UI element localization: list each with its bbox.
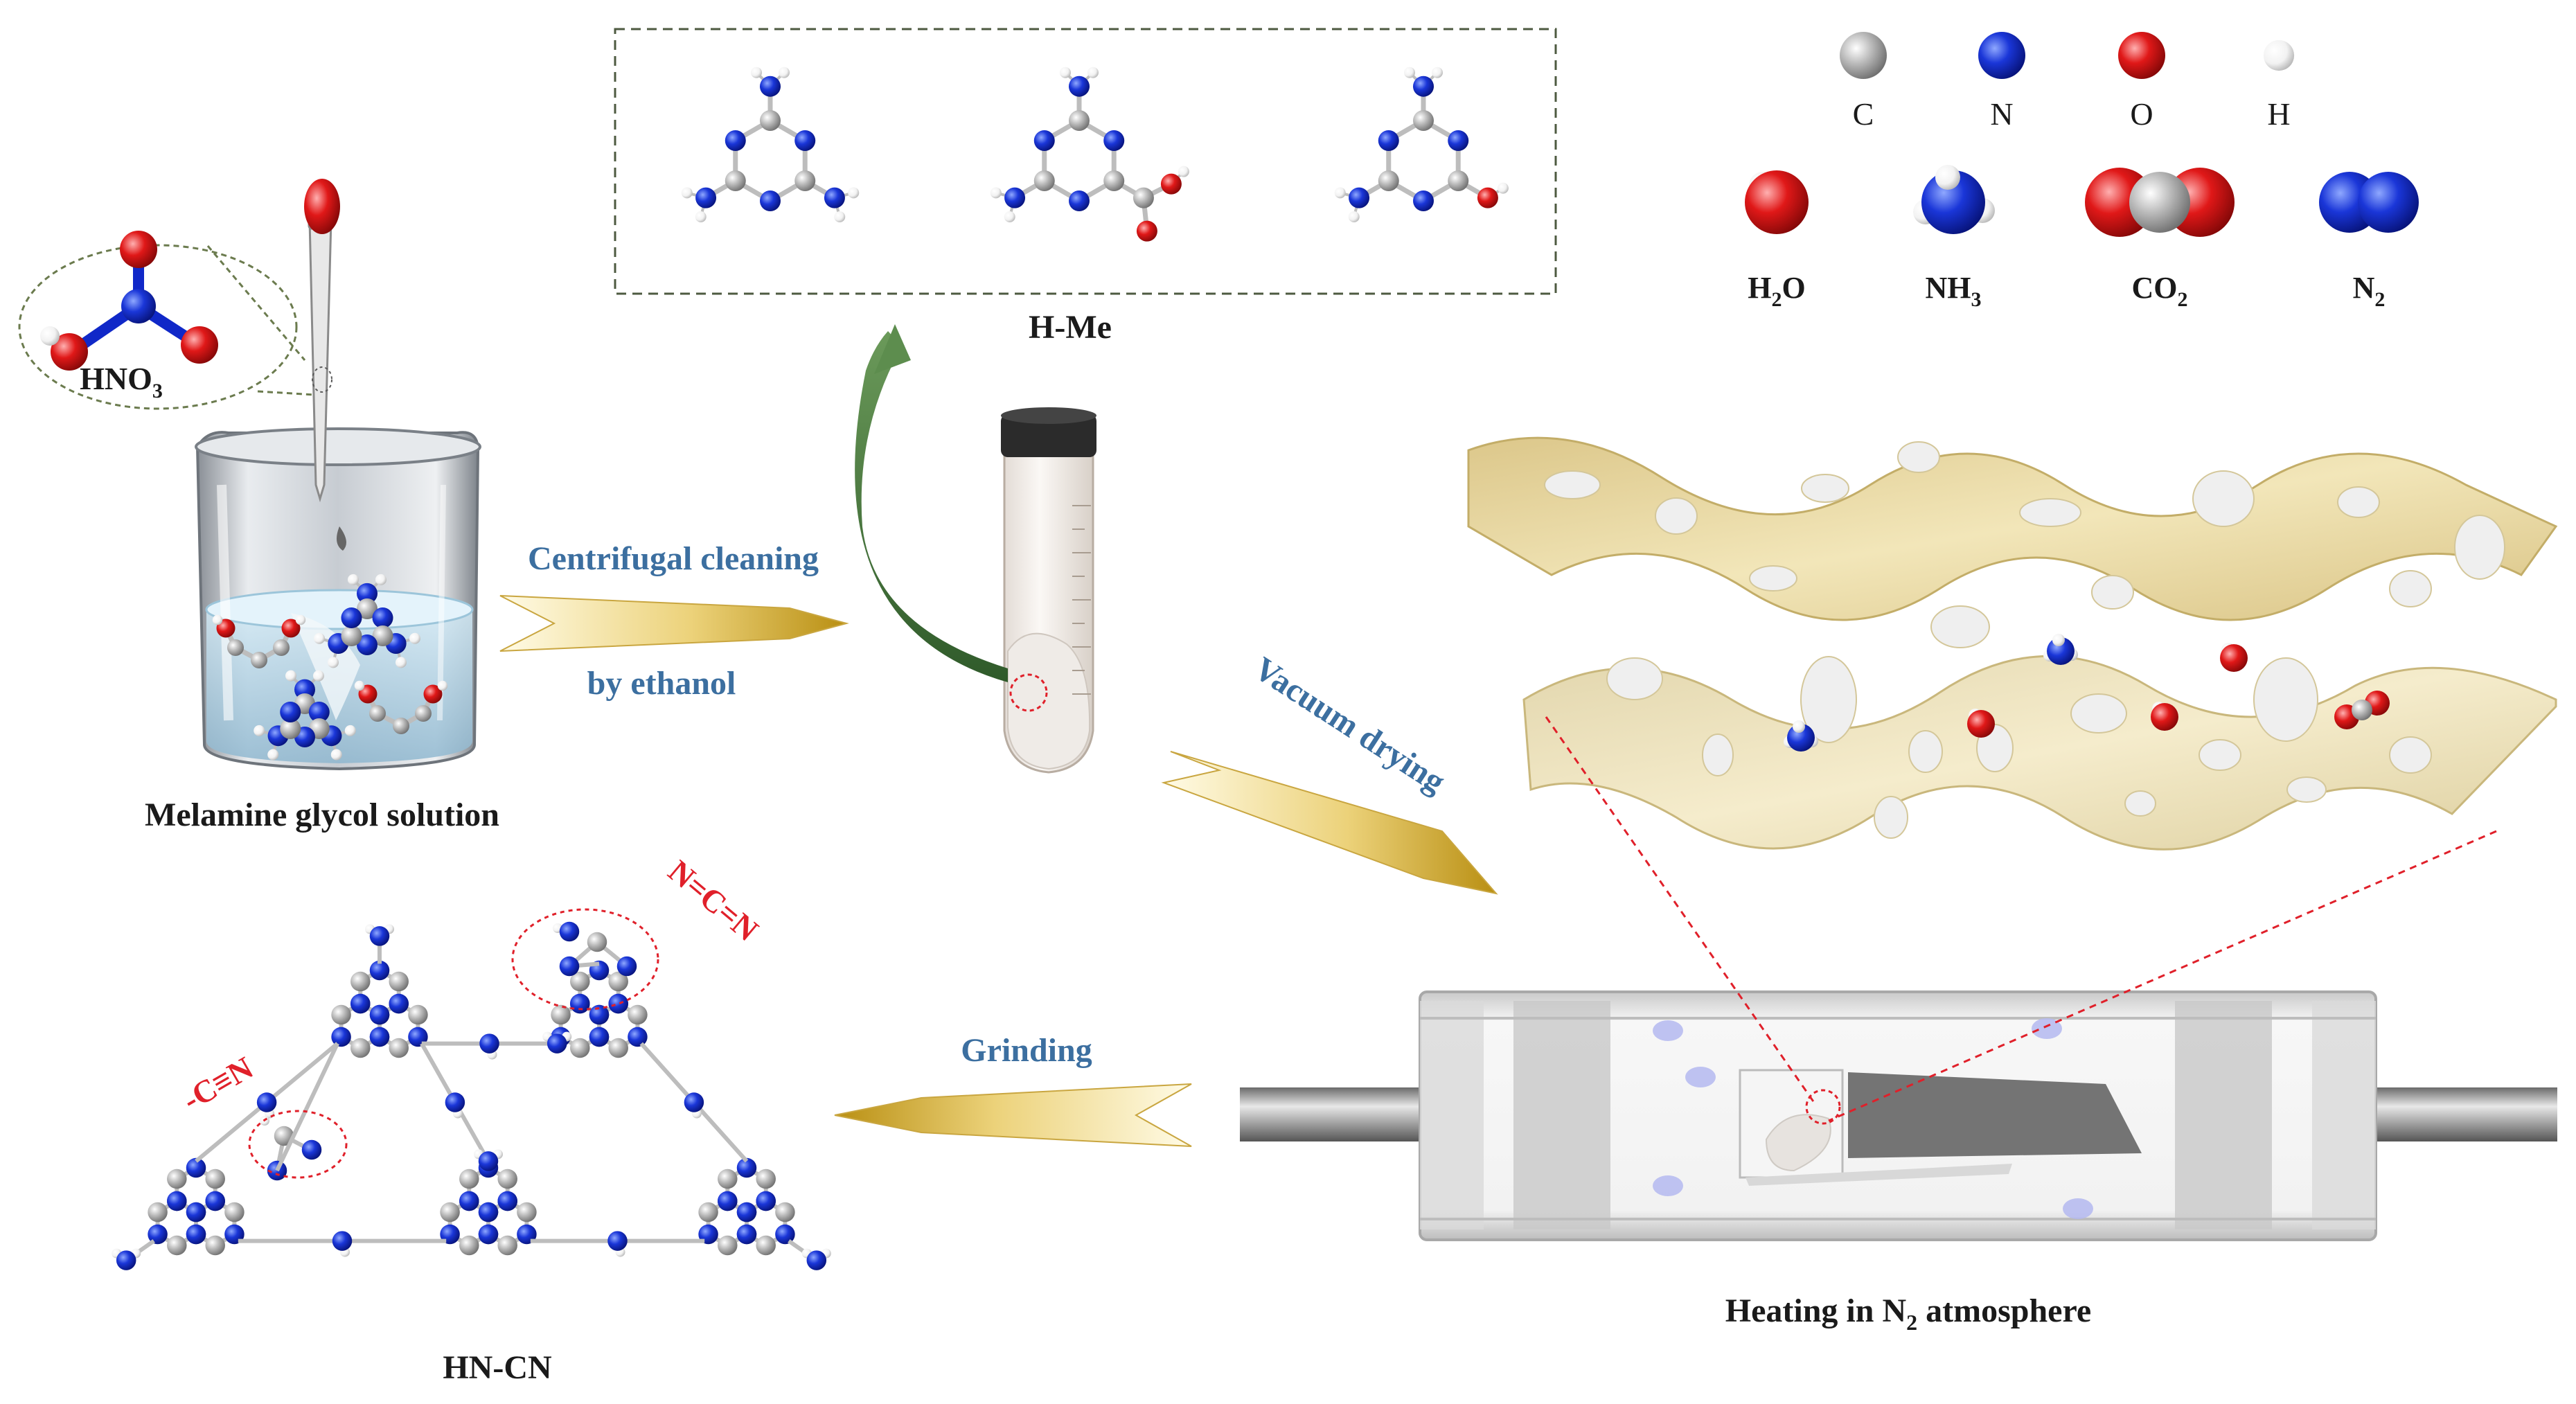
legend-molecule-label: H2O	[1748, 271, 1805, 311]
centrifuge-arrow	[499, 595, 849, 652]
legend-atom-label: H	[2267, 96, 2290, 132]
legend-molecule-label: N2	[2353, 271, 2386, 311]
cyanamide-highlight	[248, 1110, 348, 1179]
legend-atom-n-icon	[1978, 32, 2025, 79]
vacuum-drying-label: Vacuum drying	[1247, 650, 1452, 800]
legend-atom-o-icon	[2118, 32, 2165, 79]
zoom-line-right	[1828, 830, 2497, 1122]
hme-molecules	[681, 66, 1509, 242]
cyanamide-label: -C≡N	[177, 1049, 259, 1117]
dissolved-molecules	[212, 574, 448, 761]
vacuum-drying-arrow	[1161, 751, 1498, 895]
beaker-label: Melamine glycol solution	[145, 797, 499, 833]
hme-label: H-Me	[1029, 309, 1112, 346]
legend-atom-label: C	[1853, 96, 1874, 132]
legend-molecules: H2O NH3 CO2 N2	[1745, 165, 2419, 311]
hncn-label: HN-CN	[443, 1349, 552, 1386]
ammonia-molecule-icon	[1913, 165, 1995, 234]
legend-molecule-label: NH3	[1926, 271, 1982, 311]
centrifuge-tube-icon	[1001, 407, 1096, 774]
grinding-arrow	[834, 1083, 1192, 1147]
water-molecule-icon	[1745, 170, 1809, 234]
curved-transfer-arrow	[855, 324, 1008, 682]
hno3-molecule-icon	[40, 231, 218, 371]
carbodiimide-highlight	[511, 908, 659, 1011]
legend-atom-label: O	[2130, 96, 2153, 132]
hncn-network	[112, 921, 831, 1270]
carbon-dioxide-molecule-icon	[2085, 168, 2235, 237]
tube-furnace	[1240, 990, 2557, 1241]
dropper-icon	[304, 179, 346, 551]
legend-atom-label: N	[1990, 96, 2013, 132]
hno3-label: HNO3	[80, 361, 163, 402]
heating-label: Heating in N2 atmosphere	[1725, 1292, 2091, 1335]
legend-molecule-label: CO2	[2132, 271, 2188, 311]
grinding-label: Grinding	[961, 1032, 1092, 1069]
centrifuge-step-label-1: Centrifugal cleaning	[528, 540, 819, 577]
nitrogen-molecule-icon	[2319, 172, 2419, 233]
hno3-zoom-circle	[18, 244, 298, 410]
centrifuge-step-label-2: by ethanol	[587, 665, 736, 702]
zoom-line-left	[1545, 716, 1818, 1106]
hme-frame	[614, 28, 1557, 295]
carbodiimide-label: N=C=N	[661, 853, 765, 948]
beaker-illustration	[195, 427, 481, 771]
legend-atom-c-icon	[1840, 32, 1887, 79]
layered-carbon-nitride-sheets	[1467, 436, 2558, 851]
legend-atom-h-icon	[2263, 39, 2295, 71]
